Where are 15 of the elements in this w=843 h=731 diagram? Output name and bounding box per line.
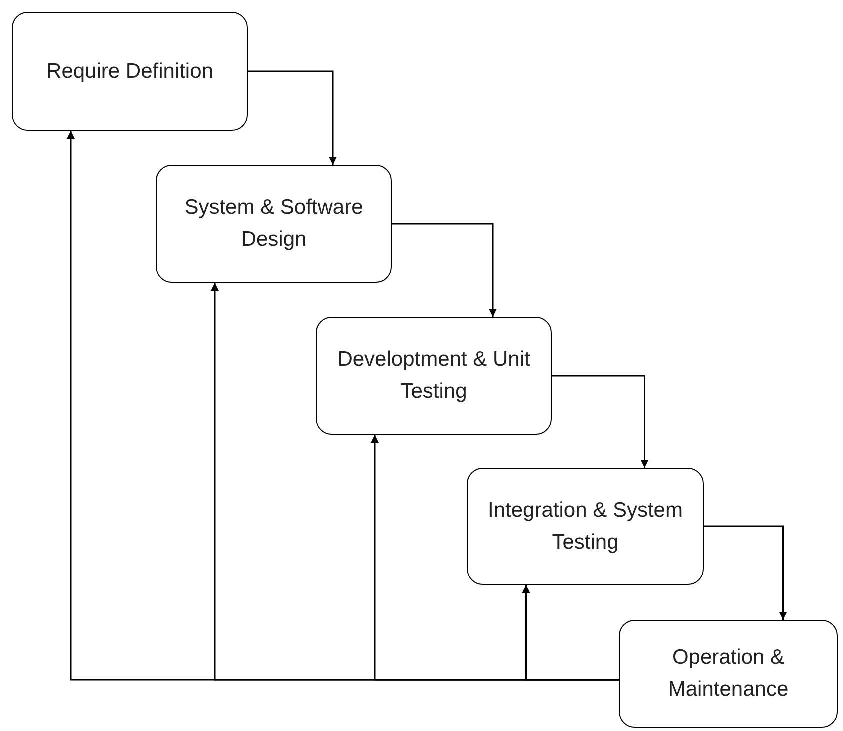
box-label: Operation & Maintenance [667,645,790,703]
arrow [392,223,497,317]
process-box [316,317,552,435]
box-label: Require Definition [46,58,214,84]
process-box [156,165,392,283]
process-box [619,620,838,728]
process-box [467,468,704,585]
box-label: System & Software Design [184,195,364,253]
arrow [552,375,649,468]
process-box [12,12,248,131]
arrow [704,526,788,620]
arrow [248,70,337,165]
box-label: Integration & System Testing [487,498,684,556]
box-label: Developtment & Unit Testing [336,347,532,405]
arrow [522,585,619,681]
